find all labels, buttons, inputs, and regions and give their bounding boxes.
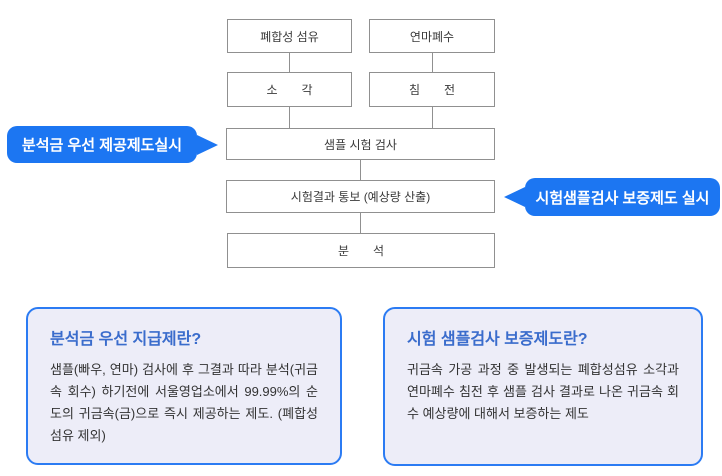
flow-box-waste-fiber: 폐합성 섬유 bbox=[227, 19, 352, 53]
card-title: 시험 샘플검사 보증제도란? bbox=[407, 331, 588, 348]
callout-label: 분석금 우선 제공제도실시 bbox=[21, 137, 183, 154]
flow-box-result-notice: 시험결과 통보 (예상량 산출) bbox=[226, 180, 495, 213]
card-title: 분석금 우선 지급제란? bbox=[50, 331, 202, 348]
connector-line bbox=[360, 213, 361, 233]
callout-label: 시험샘플검사 보증제도 실시 bbox=[535, 189, 710, 207]
arrow-left-icon bbox=[504, 187, 525, 207]
connector-line bbox=[432, 107, 433, 128]
callout-sample-guarantee: 시험샘플검사 보증제도 실시 bbox=[504, 178, 720, 216]
flow-box-grinding-wastewater: 연마폐수 bbox=[369, 19, 495, 53]
connector-line bbox=[289, 53, 290, 72]
flow-box-sample-test: 샘플 시험 검사 bbox=[226, 128, 495, 160]
flow-box-incineration: 소 각 bbox=[227, 72, 352, 107]
callout-analysis-priority: 분석금 우선 제공제도실시 bbox=[7, 126, 218, 163]
info-card-priority-payment: 분석금 우선 지급제란? 샘플(빠우, 연마) 검사에 후 그결과 따라 분석(… bbox=[26, 307, 342, 465]
connector-line bbox=[432, 53, 433, 72]
card-body: 샘플(빠우, 연마) 검사에 후 그결과 따라 분석(귀금속 회수) 하기전에 … bbox=[50, 362, 318, 443]
card-body: 귀금속 가공 과정 중 발생되는 폐합성섬유 소각과 연마폐수 침전 후 샘플 … bbox=[407, 362, 679, 421]
connector-line bbox=[360, 160, 361, 180]
arrow-right-icon bbox=[197, 134, 218, 155]
info-card-test-guarantee: 시험 샘플검사 보증제도란? 귀금속 가공 과정 중 발생되는 폐합성섬유 소각… bbox=[383, 307, 703, 466]
flow-box-sedimentation: 침 전 bbox=[369, 72, 495, 107]
connector-line bbox=[289, 107, 290, 128]
flow-box-analysis: 분 석 bbox=[227, 233, 495, 268]
